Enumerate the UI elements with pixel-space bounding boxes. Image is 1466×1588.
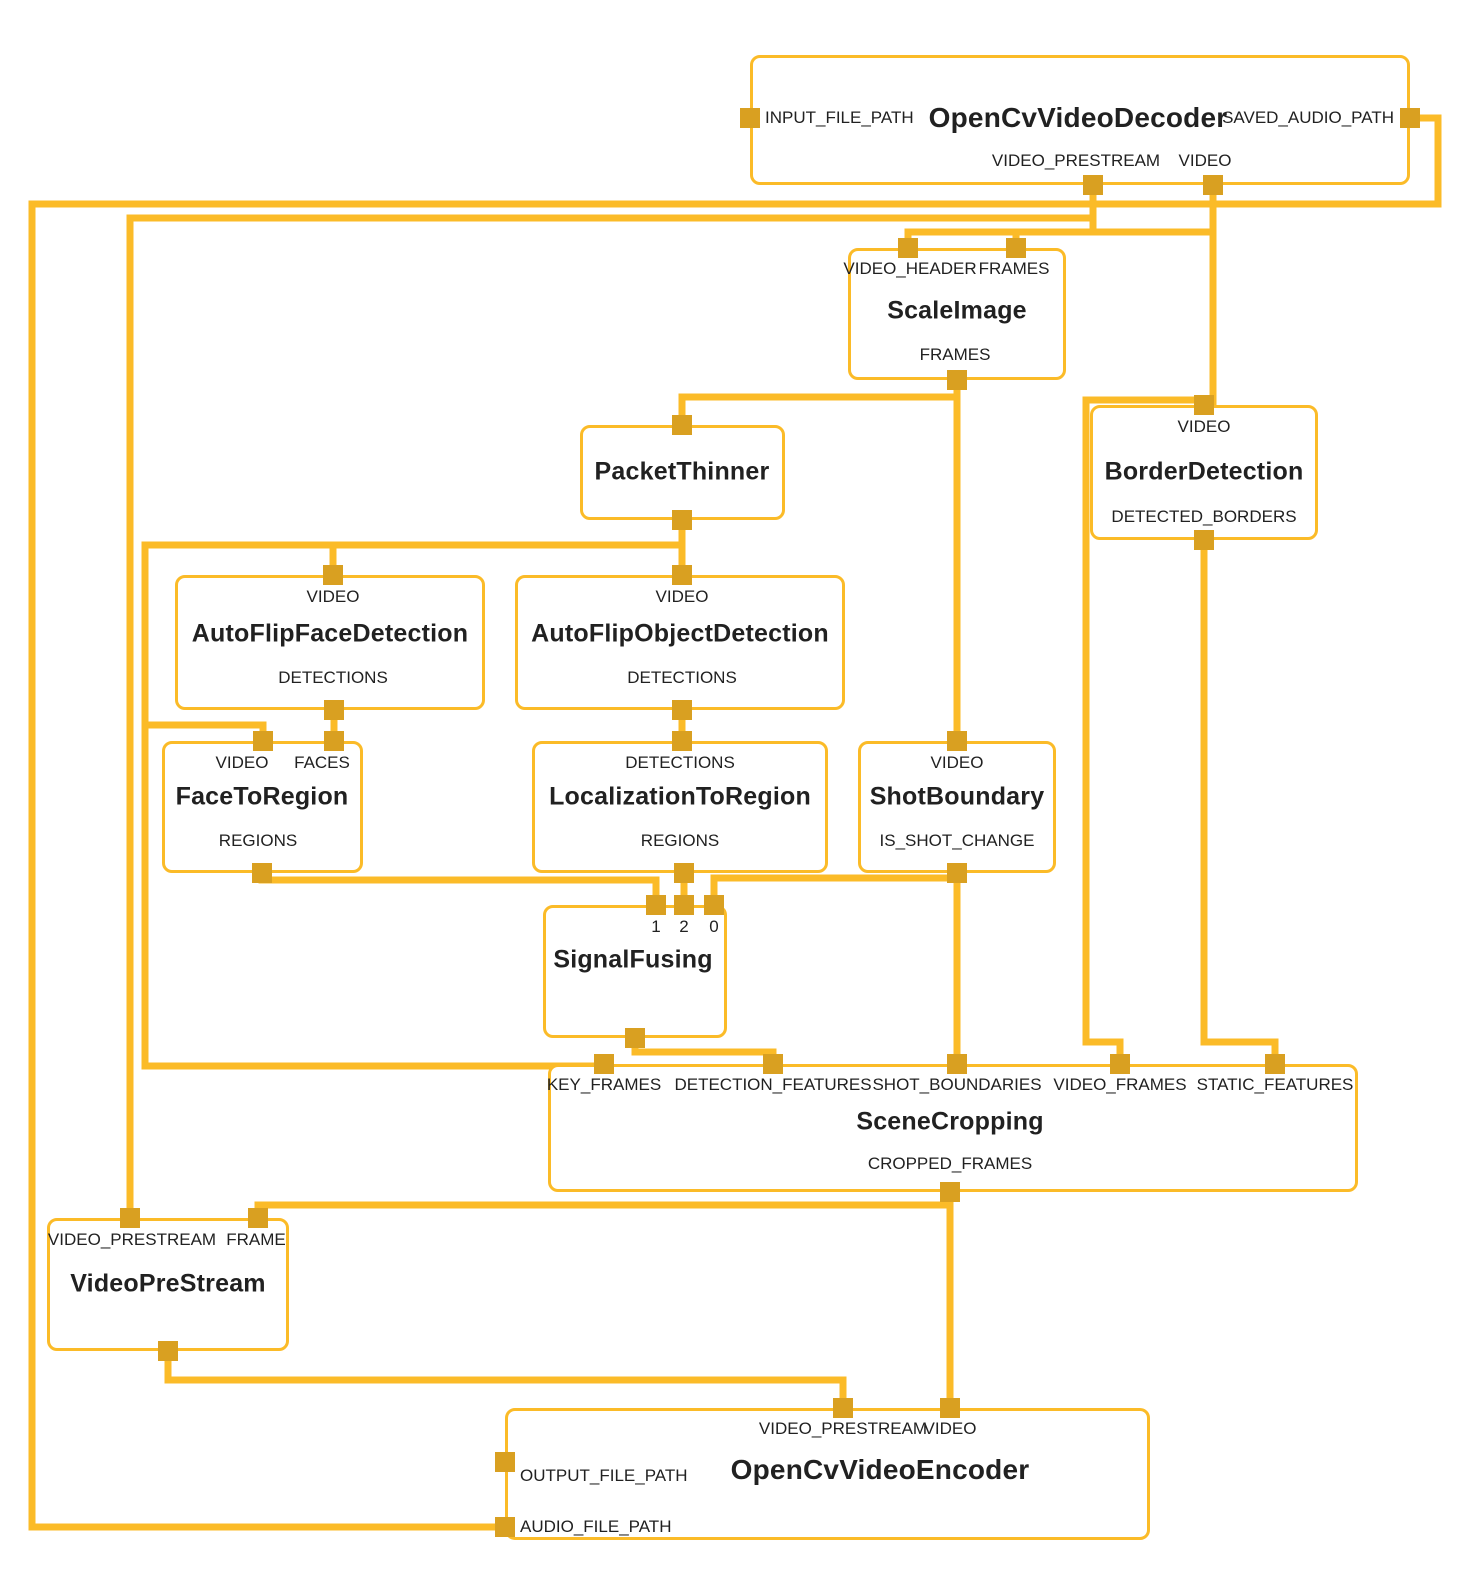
- edge-packetthinner-to-facetoregion-video: [145, 721, 267, 741]
- node-scaleimage[interactable]: [848, 248, 1066, 380]
- edge-shotchange-to-signalfusing-0: [710, 874, 957, 905]
- node-videoprestream[interactable]: [47, 1218, 289, 1351]
- edge-video-to-scale-frames: [1012, 228, 1213, 248]
- node-opencvvideoencoder[interactable]: [505, 1408, 1150, 1540]
- edge-faceregions-to-signalfusing-1: [258, 873, 660, 905]
- node-signalfusing[interactable]: [543, 905, 727, 1038]
- node-shotboundary[interactable]: [858, 741, 1056, 873]
- node-facetoregion[interactable]: [162, 741, 363, 873]
- node-opencvvideodecoder[interactable]: [750, 55, 1410, 185]
- node-localizationtoregion[interactable]: [532, 741, 828, 873]
- node-autoflipfacedetection[interactable]: [175, 575, 485, 710]
- edge-cropped-frames-to-videoprestream-frame: [254, 1201, 950, 1218]
- node-packetthinner[interactable]: [580, 425, 785, 520]
- edge-scale-frames-to-packetthinner: [678, 393, 957, 425]
- node-scenecropping[interactable]: [548, 1064, 1358, 1192]
- edge-videoprestream-to-encoder-prestream: [164, 1351, 847, 1408]
- edge-video-prestream-to-video-header: [904, 218, 1097, 248]
- node-autoflipobjectdetection[interactable]: [515, 575, 845, 710]
- edge-signalfusing-to-scenecropping-detection-features: [631, 1038, 777, 1064]
- edge-borders-to-scenecropping-static-features: [1200, 540, 1279, 1064]
- node-borderdetection[interactable]: [1090, 405, 1318, 540]
